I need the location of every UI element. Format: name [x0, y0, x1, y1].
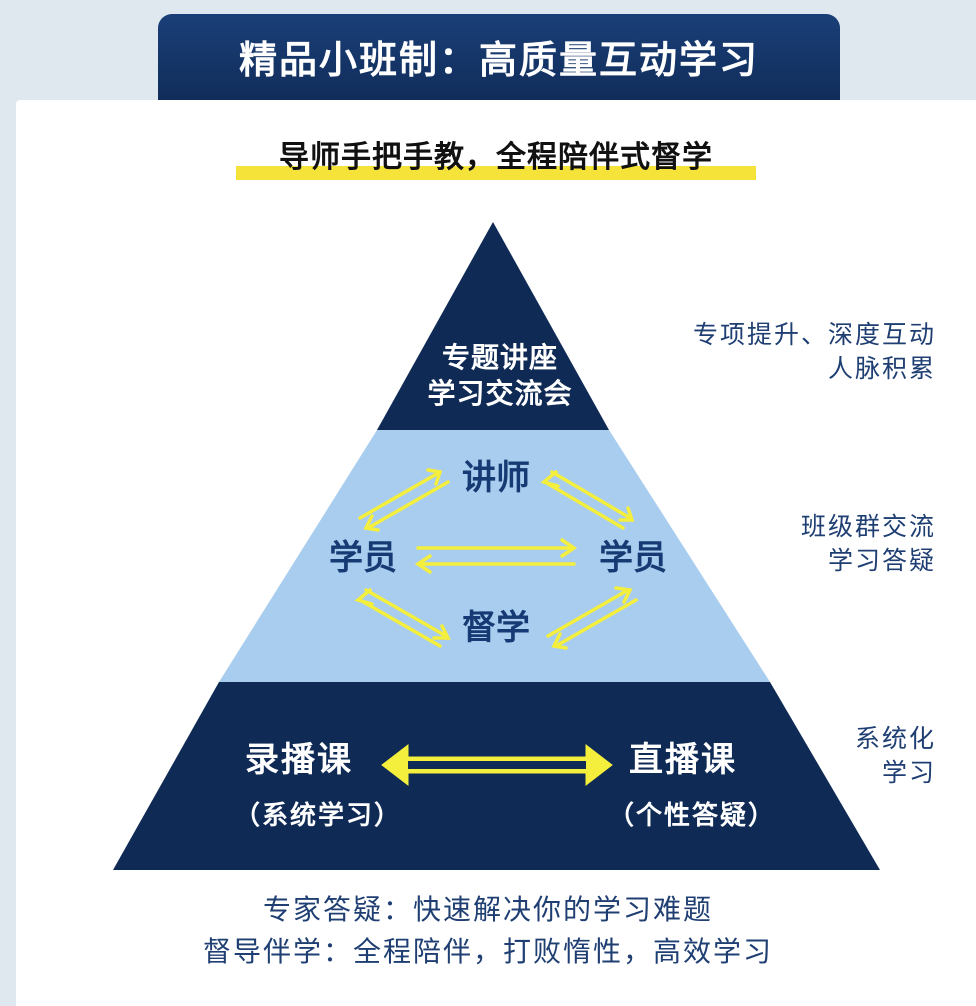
header-tab — [158, 14, 840, 114]
side-bottom-line1: 系统化 — [854, 724, 936, 753]
side-label-top: 专项提升、深度互动 人脉积累 — [693, 318, 936, 386]
side-top-line1: 专项提升、深度互动 — [692, 320, 936, 349]
node-teacher: 讲师 — [462, 458, 530, 498]
arrow-head — [432, 624, 451, 640]
arrow-head — [363, 514, 380, 532]
arrow-inner-gap — [408, 761, 586, 769]
arrow-student-to-supervisor-right — [554, 598, 638, 648]
arrow-head — [551, 632, 568, 650]
arrow-teacher-to-student-right — [550, 470, 632, 520]
recorded-course-sub: （系统学习） — [233, 801, 402, 831]
arrow-head — [426, 468, 443, 486]
recorded-course-label: 录播课 — [245, 740, 353, 780]
subtitle-highlight — [236, 166, 756, 180]
footer-line-2: 督导伴学：全程陪伴，打败惰性，高效学习 — [202, 935, 773, 968]
arrow-head — [414, 554, 432, 574]
footer-line-1: 专家答疑：快速解决你的学习难题 — [262, 893, 713, 926]
page-title: 精品小班制：高质量互动学习 — [238, 38, 759, 82]
node-supervisor: 督学 — [462, 608, 530, 648]
arrow-supervisor-to-student — [358, 598, 442, 648]
pyramid-bottom-tier — [113, 682, 880, 870]
arrow-student-to-supervisor — [364, 588, 448, 638]
side-middle-line1: 班级群交流 — [800, 512, 936, 541]
node-student-left: 学员 — [329, 538, 397, 578]
arrow-teacher-to-student — [366, 480, 450, 530]
top-line1: 专题讲座 — [441, 341, 558, 374]
side-label-middle: 班级群交流 学习答疑 — [801, 510, 936, 578]
pyramid-top-tier — [377, 222, 609, 430]
middle-arrows — [354, 468, 638, 650]
arrow-supervisor-to-student-right — [546, 588, 630, 638]
side-label-bottom: 系统化 学习 — [855, 722, 936, 790]
live-course-label: 直播课 — [629, 740, 737, 780]
side-bottom-line2: 学习 — [881, 758, 936, 787]
top-line2: 学习交流会 — [427, 377, 573, 410]
bottom-double-arrow — [381, 743, 613, 787]
live-course-sub: （个性答疑） — [607, 801, 776, 831]
arrow-head — [618, 506, 635, 522]
subtitle: 导师手把手教，全程陪伴式督学 — [279, 140, 713, 175]
side-top-line2: 人脉积累 — [827, 354, 936, 383]
side-middle-line2: 学习答疑 — [827, 546, 936, 575]
arrow-head — [354, 588, 374, 606]
arrow-student-to-teacher — [358, 470, 442, 520]
node-student-right: 学员 — [599, 538, 667, 578]
pyramid-top-text: 专题讲座 学习交流会 — [380, 340, 620, 412]
arrow-head — [560, 538, 578, 558]
arrow-head — [540, 470, 560, 488]
arrow-head — [614, 586, 633, 604]
pyramid-middle-tier — [219, 430, 770, 682]
arrow-student-to-teacher-right — [543, 480, 625, 530]
subtitle-block: 导师手把手教，全程陪伴式督学 — [236, 138, 756, 182]
